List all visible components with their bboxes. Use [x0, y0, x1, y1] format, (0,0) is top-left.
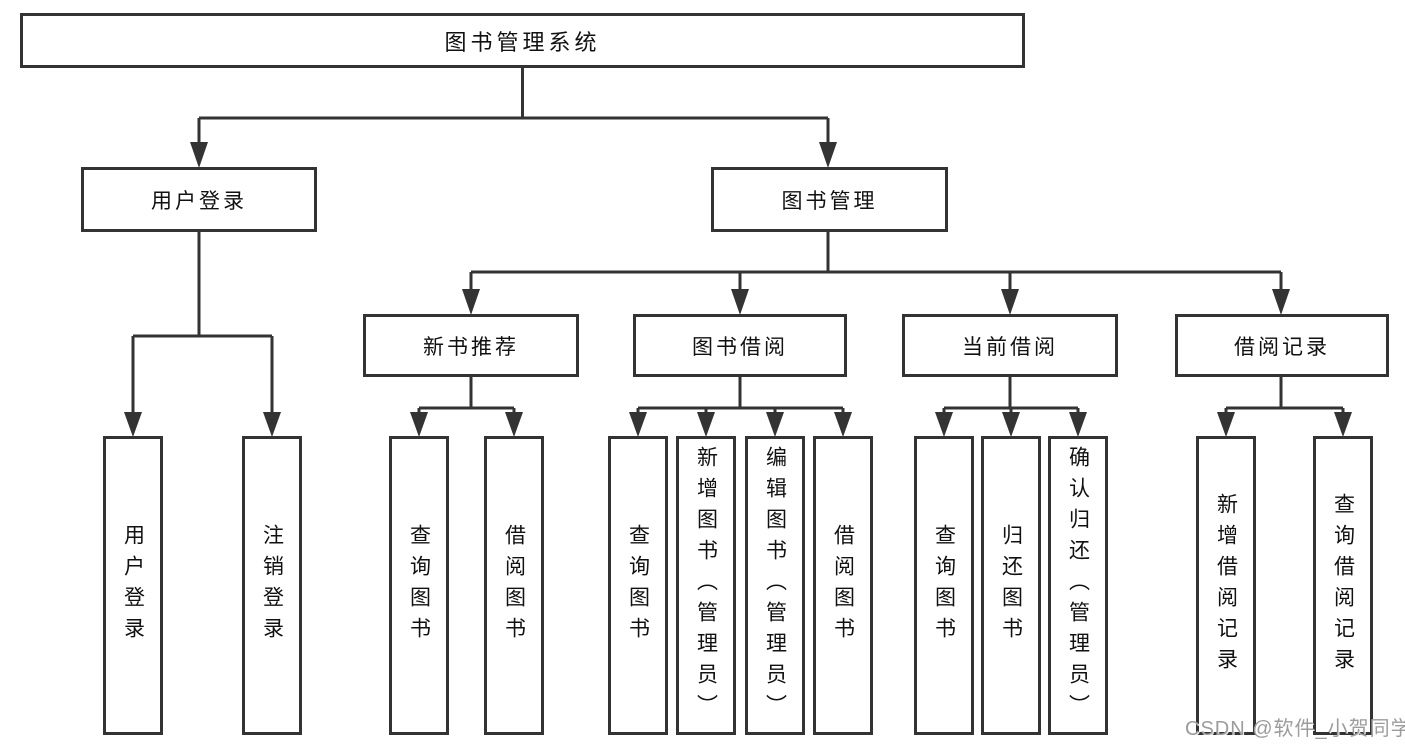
- leaf-br-query-borrow-record: 查询借阅记录: [1313, 436, 1373, 735]
- leaf-bb-borrow-books-label: 借阅图书: [831, 523, 855, 648]
- node-book-management: 图书管理: [711, 167, 948, 232]
- leaf-nbr-query-books: 查询图书: [389, 436, 449, 735]
- node-current-borrow-label: 当前借阅: [962, 335, 1058, 359]
- node-user-login: 用户登录: [81, 167, 317, 232]
- leaf-br-query-borrow-record-label: 查询借阅记录: [1331, 492, 1355, 679]
- leaf-cb-confirm-return-admin-label: 确认归还（管理员）: [1066, 446, 1090, 725]
- leaf-bb-edit-books-admin: 编辑图书（管理员）: [745, 436, 805, 735]
- leaf-bb-edit-books-admin-label: 编辑图书（管理员）: [763, 446, 787, 725]
- node-book-borrow: 图书借阅: [633, 314, 847, 377]
- node-user-login-label: 用户登录: [151, 189, 247, 213]
- leaf-cb-query-books: 查询图书: [914, 436, 974, 735]
- leaf-cb-query-books-label: 查询图书: [932, 523, 956, 648]
- node-book-borrow-label: 图书借阅: [692, 335, 788, 359]
- node-borrow-records: 借阅记录: [1175, 314, 1389, 377]
- leaf-cb-return-books: 归还图书: [981, 436, 1041, 735]
- leaf-logout: 注销登录: [242, 436, 302, 735]
- leaf-user-login-label: 用户登录: [121, 523, 145, 648]
- leaf-br-add-borrow-record: 新增借阅记录: [1196, 436, 1256, 735]
- leaf-br-add-borrow-record-label: 新增借阅记录: [1214, 492, 1238, 679]
- leaf-bb-query-books: 查询图书: [608, 436, 668, 735]
- leaf-logout-label: 注销登录: [260, 523, 284, 648]
- leaf-bb-borrow-books: 借阅图书: [813, 436, 873, 735]
- leaf-bb-add-books-admin: 新增图书（管理员）: [676, 436, 736, 735]
- node-new-book-recommend-label: 新书推荐: [423, 335, 519, 359]
- csdn-watermark: CSDN @软件_小贺同学: [1185, 718, 1405, 740]
- leaf-bb-add-books-admin-label: 新增图书（管理员）: [694, 446, 718, 725]
- node-book-management-label: 图书管理: [781, 189, 878, 213]
- leaf-user-login: 用户登录: [103, 436, 163, 735]
- node-root-system: 图书管理系统: [20, 13, 1025, 68]
- leaf-nbr-query-books-label: 查询图书: [407, 523, 431, 648]
- node-borrow-records-label: 借阅记录: [1234, 335, 1330, 359]
- leaf-cb-return-books-label: 归还图书: [999, 523, 1023, 648]
- leaf-cb-confirm-return-admin: 确认归还（管理员）: [1048, 436, 1108, 735]
- node-current-borrow: 当前借阅: [902, 314, 1118, 377]
- arrowheads: [124, 142, 1352, 437]
- node-root-label: 图书管理系统: [444, 29, 601, 55]
- node-new-book-recommend: 新书推荐: [363, 314, 579, 377]
- leaf-bb-query-books-label: 查询图书: [626, 523, 650, 648]
- leaf-nbr-borrow-books-label: 借阅图书: [502, 523, 526, 648]
- leaf-nbr-borrow-books: 借阅图书: [484, 436, 544, 735]
